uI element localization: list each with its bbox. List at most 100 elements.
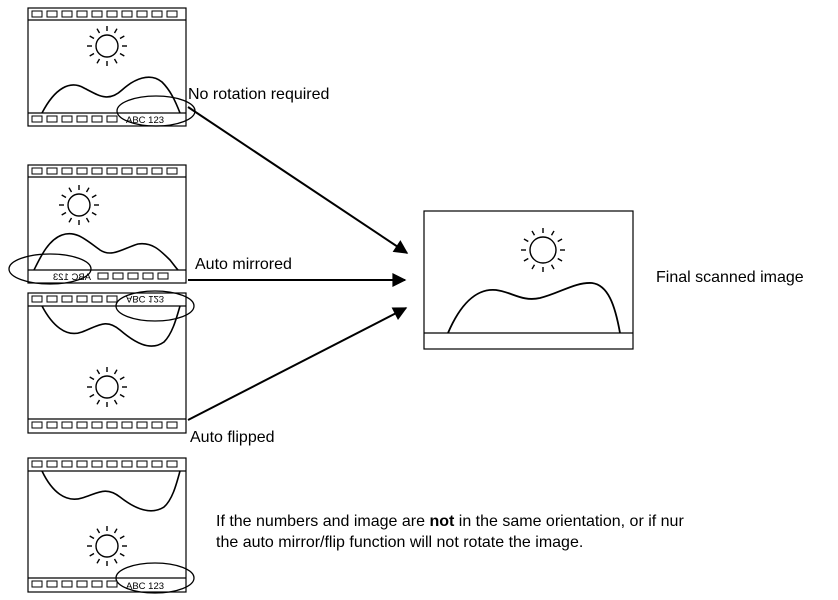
- sun-icon: [87, 26, 127, 66]
- sprocket-hole: [91, 115, 103, 123]
- sprocket-hole: [31, 10, 43, 18]
- sun-ray: [523, 238, 529, 243]
- sprocket-holes-top: [31, 460, 178, 468]
- sprocket-hole: [91, 167, 103, 175]
- sun-ray: [557, 238, 563, 243]
- sprocket-hole: [76, 295, 88, 303]
- sprocket-hole: [157, 272, 169, 280]
- hill-icon: [447, 282, 621, 334]
- sprocket-hole: [142, 272, 154, 280]
- film-frame-unrotated: ABC 123: [27, 457, 195, 594]
- ellipse-highlight: [115, 562, 195, 594]
- sprocket-hole: [166, 10, 178, 18]
- sprocket-hole: [106, 115, 118, 123]
- sun-disc: [95, 534, 119, 558]
- sun-ray: [119, 552, 125, 557]
- final-image-frame: [423, 210, 634, 350]
- ellipse-highlight: [8, 253, 92, 285]
- sun-icon: [87, 526, 127, 566]
- arrow-icon: [187, 106, 409, 254]
- sprocket-hole: [106, 580, 118, 588]
- sprocket-hole: [121, 167, 133, 175]
- sprocket-hole: [106, 10, 118, 18]
- sun-ray: [531, 230, 536, 236]
- hill-icon: [41, 470, 181, 512]
- sun-disc: [95, 375, 119, 399]
- sprocket-hole: [112, 272, 124, 280]
- sprocket-holes-bottom: [31, 115, 118, 123]
- sun-ray: [89, 535, 95, 540]
- film-frame-flipped: ABC 123: [27, 290, 195, 434]
- sun-ray: [119, 393, 125, 398]
- sprocket-hole: [127, 272, 139, 280]
- sprocket-hole: [151, 421, 163, 429]
- sun-ray: [119, 535, 125, 540]
- sprocket-hole: [121, 421, 133, 429]
- sun-ray: [550, 230, 555, 236]
- sprocket-hole: [76, 460, 88, 468]
- orientation-note: If the numbers and image are not in the …: [216, 511, 684, 553]
- sun-ray: [113, 399, 118, 405]
- sun-ray: [85, 217, 90, 223]
- sprocket-hole: [61, 421, 73, 429]
- film-code-text-flipped: ABC 123: [126, 293, 164, 304]
- sun-ray: [113, 58, 118, 64]
- sun-ray: [61, 194, 67, 199]
- film-code-text: ABC 123: [126, 581, 164, 592]
- sun-disc: [95, 34, 119, 58]
- sun-ray: [523, 257, 529, 262]
- sprocket-hole: [31, 421, 43, 429]
- sprocket-hole: [91, 10, 103, 18]
- sprocket-hole: [46, 115, 58, 123]
- sun-ray: [113, 369, 118, 375]
- sun-ray: [113, 28, 118, 34]
- sprocket-hole: [76, 10, 88, 18]
- sun-ray: [531, 264, 536, 270]
- sprocket-hole: [121, 10, 133, 18]
- sprocket-hole: [61, 460, 73, 468]
- hill-icon: [33, 232, 179, 271]
- sprocket-hole: [61, 580, 73, 588]
- sun-ray: [89, 376, 95, 381]
- arrow-icon: [187, 307, 408, 421]
- sprocket-hole: [97, 272, 109, 280]
- sun-ray: [68, 187, 73, 193]
- sprocket-hole: [166, 460, 178, 468]
- sprocket-hole: [106, 167, 118, 175]
- sprocket-hole: [31, 167, 43, 175]
- sprocket-holes-top: [31, 295, 118, 303]
- sun-ray: [119, 376, 125, 381]
- sprocket-hole: [31, 460, 43, 468]
- sprocket-hole: [31, 115, 43, 123]
- sprocket-holes-bottom: [97, 272, 169, 280]
- sun-ray: [85, 187, 90, 193]
- sprocket-hole: [121, 460, 133, 468]
- sun-icon: [59, 185, 99, 225]
- sun-ray: [91, 194, 97, 199]
- sprocket-hole: [46, 10, 58, 18]
- sprocket-hole: [136, 10, 148, 18]
- sun-ray: [68, 217, 73, 223]
- sprocket-holes-bottom: [31, 421, 178, 429]
- sprocket-hole: [106, 460, 118, 468]
- sun-ray: [96, 558, 101, 564]
- sprocket-hole: [136, 460, 148, 468]
- sprocket-hole: [166, 421, 178, 429]
- sun-ray: [96, 58, 101, 64]
- sun-ray: [96, 528, 101, 534]
- sun-icon: [87, 367, 127, 407]
- sun-ray: [119, 52, 125, 57]
- sprocket-hole: [61, 295, 73, 303]
- sprocket-hole: [46, 421, 58, 429]
- hill-icon: [41, 76, 181, 114]
- sprocket-hole: [91, 421, 103, 429]
- sun-ray: [550, 264, 555, 270]
- sun-disc: [67, 193, 91, 217]
- sprocket-holes-top: [31, 167, 178, 175]
- sun-ray: [89, 393, 95, 398]
- label-auto-flipped: Auto flipped: [190, 429, 275, 446]
- sun-ray: [89, 52, 95, 57]
- sprocket-hole: [76, 167, 88, 175]
- note-line-2: the auto mirror/flip function will not r…: [216, 534, 584, 551]
- sprocket-hole: [61, 167, 73, 175]
